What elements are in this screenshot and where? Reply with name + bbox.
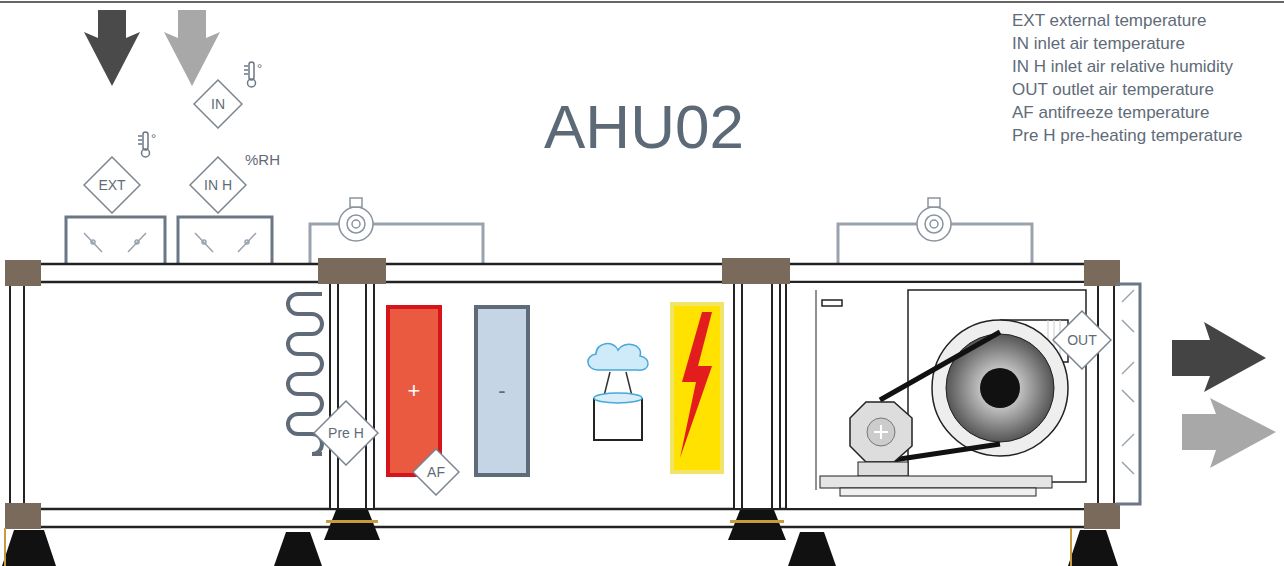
thermometer-icon: [244, 62, 256, 87]
sensor-diamond: IN H: [189, 156, 247, 214]
valve-symbol: [339, 198, 951, 241]
sensor-diamond: Pre H: [313, 400, 379, 466]
ahu-casing: [5, 258, 1120, 529]
supply-air-arrow: [1172, 322, 1266, 392]
fresh-air-arrow: [164, 10, 220, 86]
node-label: OUT: [1067, 332, 1097, 348]
node-label: IN: [211, 96, 225, 112]
node-label: Pre H: [328, 425, 364, 441]
exhaust-air-arrow: [84, 10, 140, 86]
sensor-diamond: AF: [412, 448, 460, 496]
cooling-coil: -: [474, 305, 530, 477]
node-label: AF: [427, 464, 445, 480]
sensor-diamond: EXT: [83, 156, 141, 214]
legend-note: IN H inlet air relative humidity: [1012, 56, 1233, 77]
node-label: EXT: [98, 177, 125, 193]
sensor-diamond: IN: [193, 79, 243, 129]
inlet-damper: [66, 217, 272, 263]
thermometer-icon: [138, 132, 150, 157]
unit-title: AHU02: [544, 94, 744, 160]
legend-note: AF antifreeze temperature: [1012, 102, 1209, 123]
legend-note: Pre H pre-heating temperature: [1012, 125, 1243, 146]
damper-blades: [84, 233, 256, 252]
top-rule: [0, 1, 1284, 3]
node-label: +: [408, 379, 421, 403]
support-foot: [2, 510, 1118, 566]
legend-note: OUT outlet air temperature: [1012, 79, 1214, 100]
legend-note: EXT external temperature: [1012, 10, 1206, 31]
outlet-damper: [1116, 284, 1140, 504]
supply-air-arrow: [1182, 398, 1276, 468]
humidifier-symbol: [588, 344, 648, 440]
node-label: -: [498, 379, 505, 403]
legend-note: IN inlet air temperature: [1012, 33, 1185, 54]
unit-symbol: °: [257, 60, 262, 77]
fan-assembly: [816, 290, 1086, 496]
unit-symbol: °: [151, 130, 156, 147]
sensor-diamond: OUT: [1052, 310, 1112, 370]
electric-heater: [672, 304, 722, 472]
node-label: IN H: [204, 177, 232, 193]
unit-symbol: %RH: [245, 150, 280, 169]
